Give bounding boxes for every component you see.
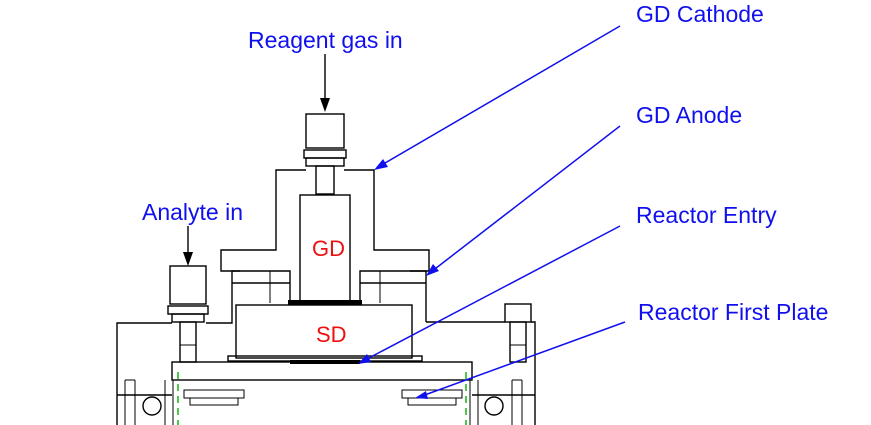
label-analyte-in: Analyte in xyxy=(142,199,243,225)
analyte-arrow xyxy=(183,226,193,266)
right-lower-detail xyxy=(401,379,523,425)
right-screw xyxy=(504,303,532,363)
reactor-entry-leader xyxy=(358,225,621,364)
gd-anode-leader xyxy=(426,125,621,276)
label-sd-region: SD xyxy=(316,322,347,347)
gd-anode-body xyxy=(231,270,427,322)
reactor-first-plate-leader xyxy=(415,321,626,399)
gd-cathode-leader xyxy=(374,25,621,170)
label-reactor-entry: Reactor Entry xyxy=(636,202,777,228)
label-reactor-first-plate: Reactor First Plate xyxy=(638,299,828,325)
analyte-fitting xyxy=(167,265,209,363)
label-reagent-gas-in: Reagent gas in xyxy=(248,27,403,53)
outer-frame xyxy=(116,303,536,425)
dashed-centerlines xyxy=(177,372,467,425)
label-gd-anode: GD Anode xyxy=(636,102,742,128)
gd-cathode-plate xyxy=(288,300,362,305)
left-lower-detail xyxy=(124,379,245,425)
label-gd-region: GD xyxy=(312,236,345,261)
right-o-ring xyxy=(484,396,504,416)
label-gd-cathode: GD Cathode xyxy=(636,1,764,27)
left-o-ring xyxy=(142,396,162,416)
reagent-gas-arrow xyxy=(320,54,330,112)
reagent-gas-fitting xyxy=(303,113,347,195)
